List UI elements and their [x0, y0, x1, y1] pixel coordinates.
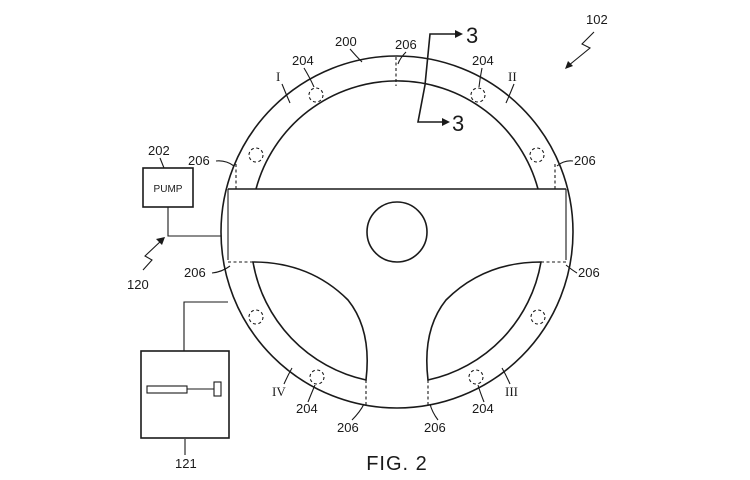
- assembly-leader: [567, 31, 595, 67]
- label-controller-ref: 121: [175, 456, 197, 471]
- assembly-arrowhead: [565, 61, 573, 69]
- sensor-circle: [248, 147, 264, 163]
- label-assembly: 102: [586, 12, 608, 27]
- leader: [303, 67, 315, 88]
- label-divider-lower-right: 206: [578, 265, 600, 280]
- sensor-circle: [468, 369, 484, 385]
- sensor-circle: [308, 87, 324, 103]
- section-marker-bottom: 3: [452, 111, 464, 136]
- leader: [351, 403, 365, 421]
- label-divider-lower-left: 206: [184, 265, 206, 280]
- hub: [366, 201, 428, 263]
- label-sensor-top-right: 204: [472, 53, 494, 68]
- section-arrow-top: [455, 30, 463, 38]
- rim-opening-right: [426, 261, 542, 381]
- sensor-circle: [529, 147, 545, 163]
- label-pump-ref: 202: [148, 143, 170, 158]
- sensor-circle: [309, 369, 325, 385]
- rim-inner-upper: [255, 80, 539, 190]
- section-line: [417, 33, 461, 123]
- rim-opening-left: [252, 261, 368, 381]
- sensor-circle: [530, 309, 546, 325]
- leader: [215, 160, 235, 167]
- leader: [478, 67, 483, 88]
- label-zone-4: IV: [272, 384, 286, 399]
- label-zone-3: III: [505, 384, 518, 399]
- leader: [501, 367, 511, 385]
- leader: [281, 83, 291, 104]
- controller-box: [140, 350, 230, 439]
- section-arrow-bottom: [442, 118, 450, 126]
- slider-track: [146, 385, 188, 394]
- leader: [211, 265, 231, 274]
- label-sensor-bottom-right: 204: [472, 401, 494, 416]
- leader: [159, 157, 165, 169]
- leader: [307, 384, 316, 403]
- label-rim: 200: [335, 34, 357, 49]
- label-divider-upper-right: 206: [574, 153, 596, 168]
- leader: [556, 160, 574, 167]
- label-zone-2: II: [508, 69, 517, 84]
- label-sensor-bottom-left: 204: [296, 401, 318, 416]
- rim-outer: [220, 55, 574, 409]
- label-divider-top: 206: [395, 37, 417, 52]
- slider-handle: [213, 381, 222, 397]
- controller-connection: [183, 301, 228, 351]
- figure-title: FIG. 2: [366, 453, 428, 475]
- sensor-circle: [470, 87, 486, 103]
- label-zone-1: I: [276, 69, 280, 84]
- pump-label: PUMP: [154, 184, 183, 195]
- label-divider-bottom-right: 206: [424, 420, 446, 435]
- label-divider-bottom-left: 206: [337, 420, 359, 435]
- label-divider-upper-left: 206: [188, 153, 210, 168]
- label-system-ref: 120: [127, 277, 149, 292]
- leader: [397, 51, 407, 65]
- sensor-circle: [248, 309, 264, 325]
- label-sensor-top-left: 204: [292, 53, 314, 68]
- rim-leader: [349, 48, 363, 63]
- leader: [429, 403, 439, 421]
- section-marker-top: 3: [466, 23, 478, 48]
- pump-connection: [167, 207, 221, 237]
- system-leader: [142, 239, 163, 271]
- system-arrowhead: [156, 237, 165, 245]
- leader: [505, 83, 515, 104]
- leader: [283, 367, 293, 385]
- leader: [565, 264, 578, 274]
- leader: [477, 384, 485, 403]
